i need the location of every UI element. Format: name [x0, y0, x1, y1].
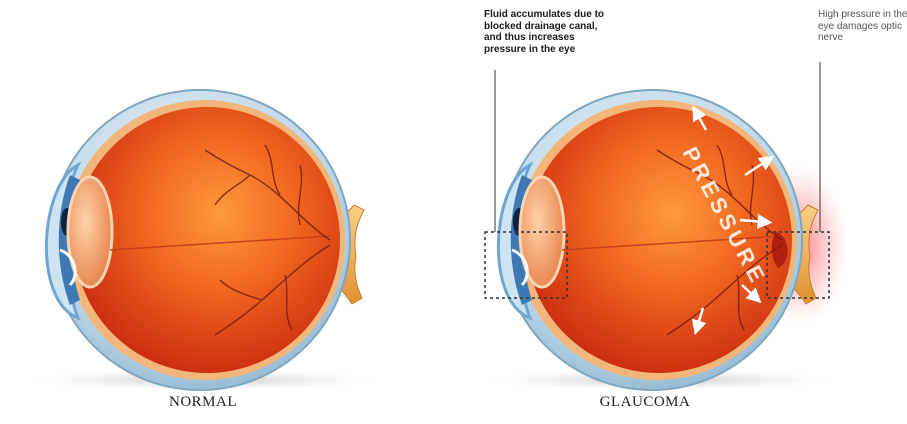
caption-glaucoma: GLAUCOMA — [545, 394, 745, 411]
annotation-drainage: Fluid accumulates due to blocked drainag… — [484, 9, 654, 55]
caption-normal: NORMAL — [103, 394, 303, 411]
annotation-nerve: High pressure in the eye damages optic n… — [818, 9, 907, 44]
normal-interior — [74, 107, 340, 373]
normal-eye — [30, 90, 380, 390]
glaucoma-eye: PRESSURE — [485, 62, 848, 390]
